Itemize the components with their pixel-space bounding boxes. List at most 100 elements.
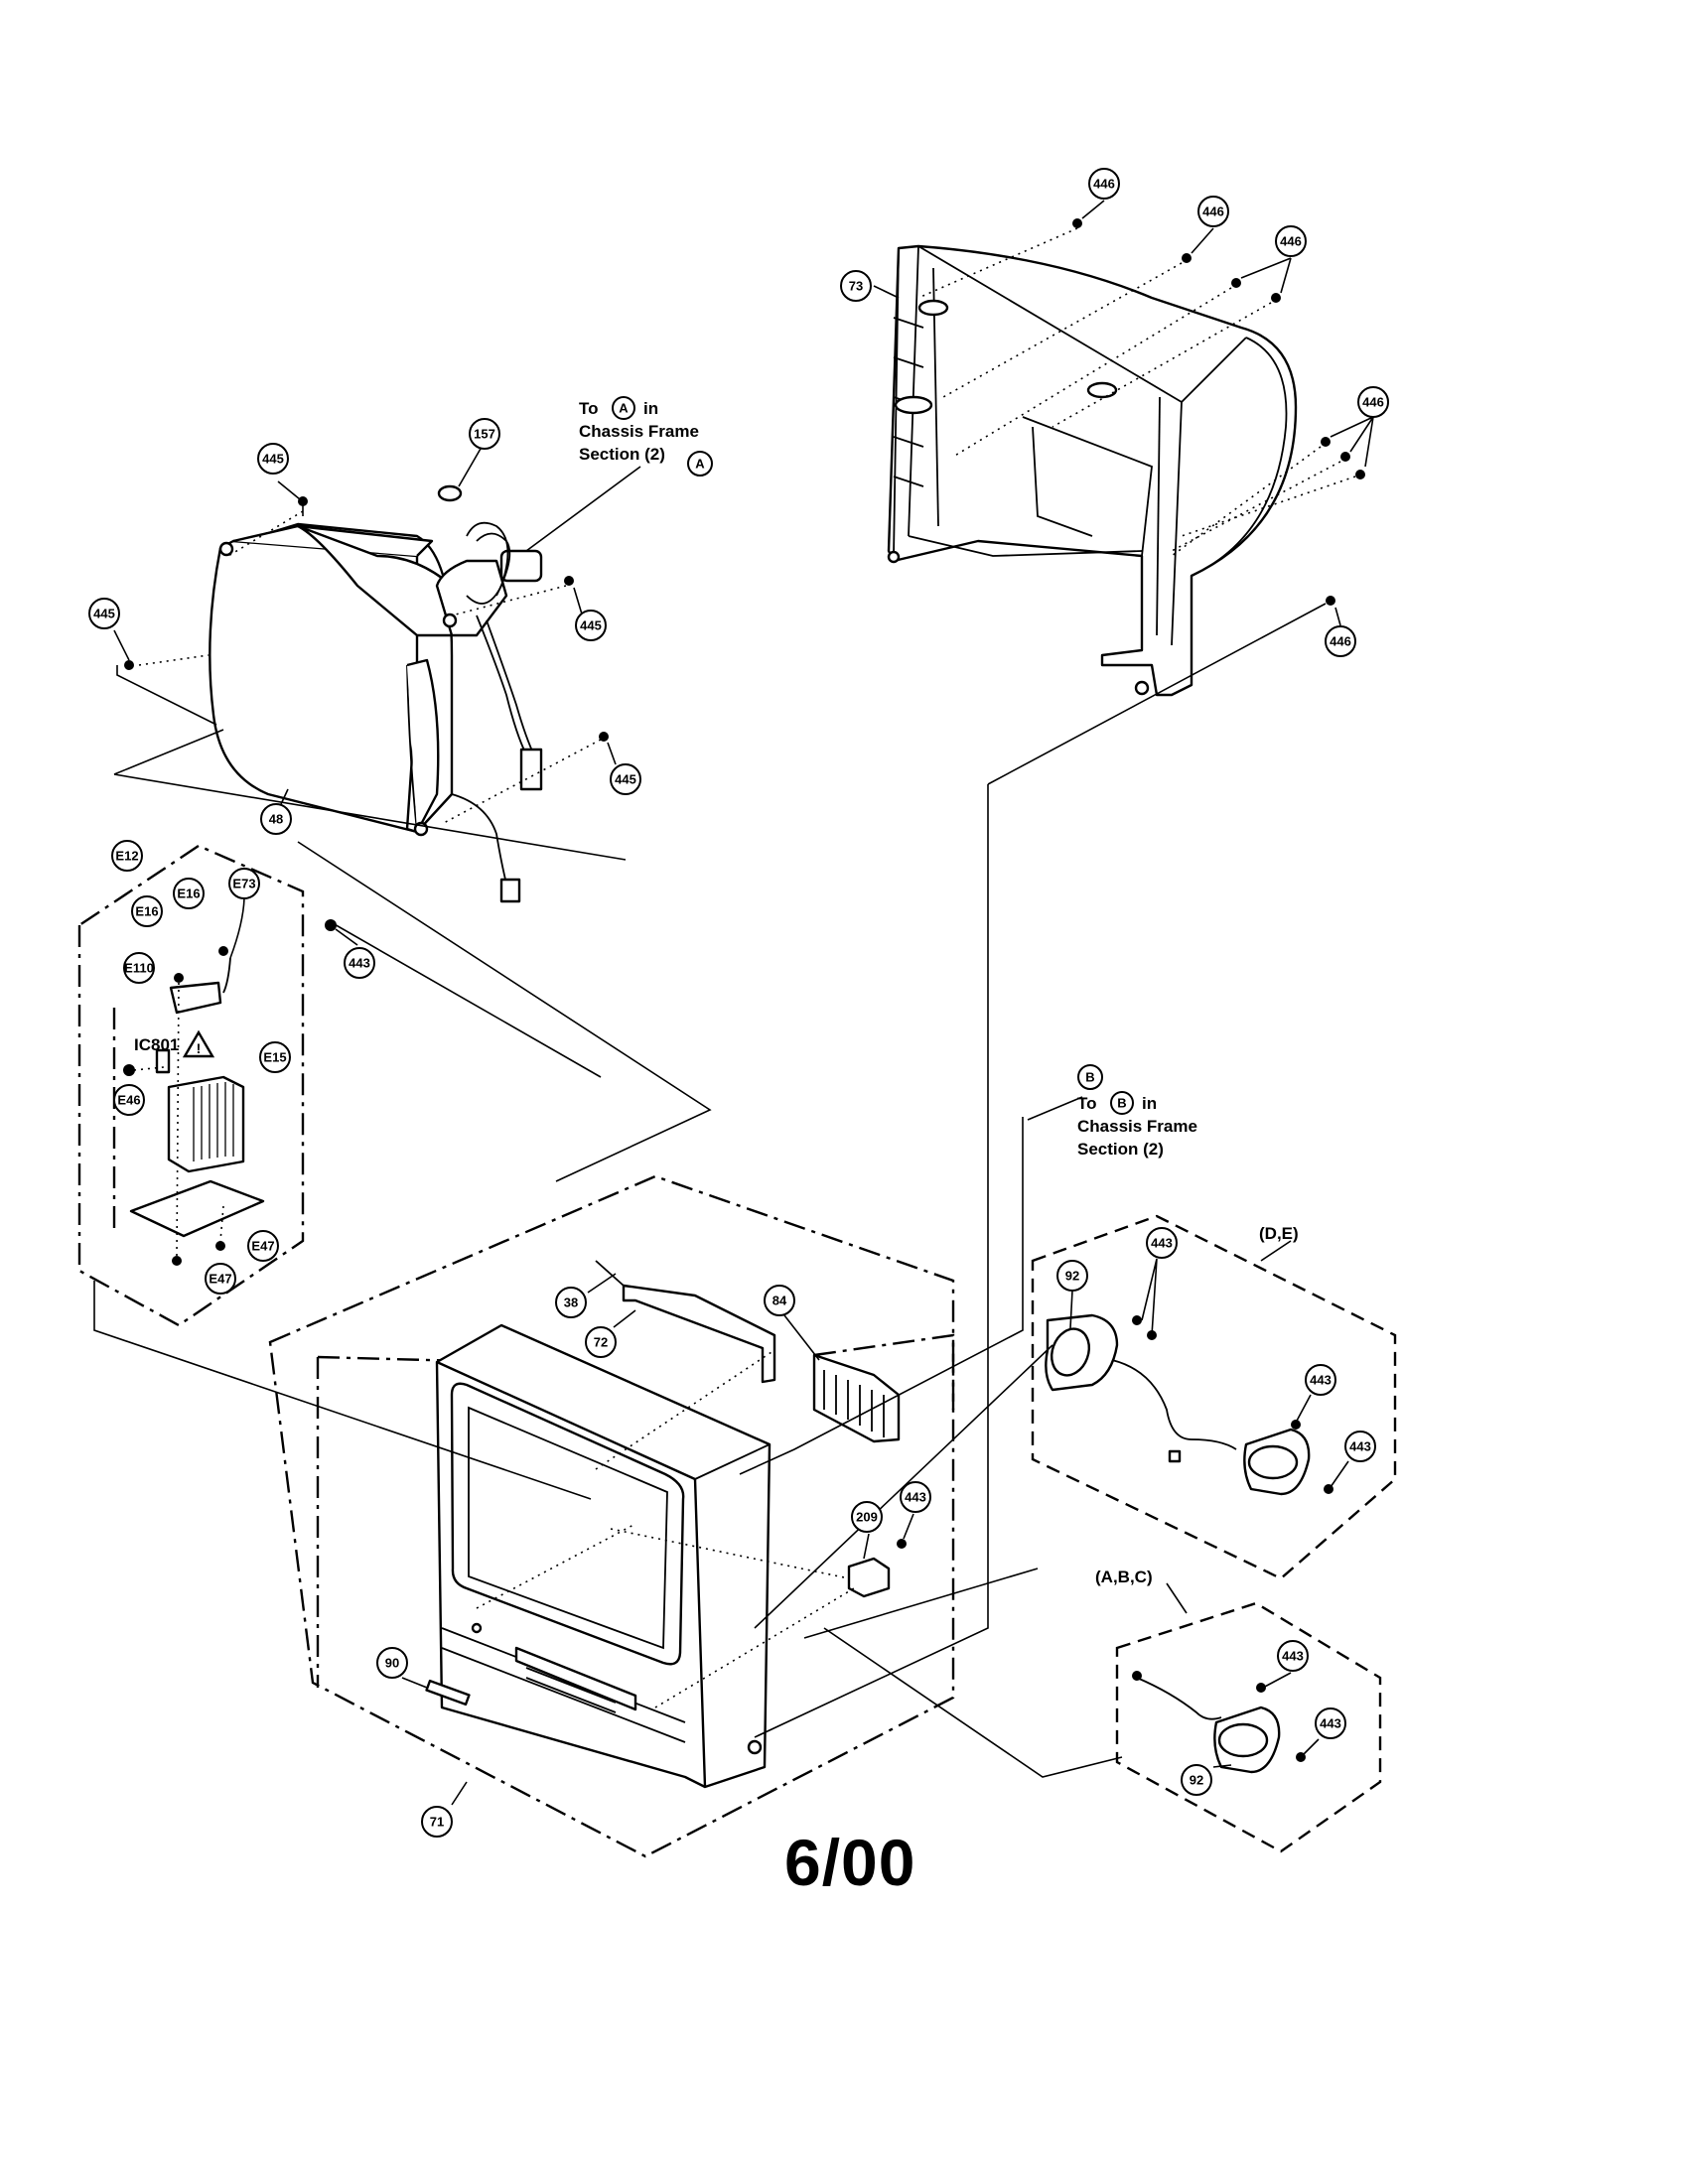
ic801-label: IC801	[134, 1035, 179, 1054]
callout-92-a: 92	[1056, 1260, 1088, 1292]
svg-text:73: 73	[849, 279, 863, 294]
group-label-de: (D,E)	[1259, 1224, 1299, 1243]
callout-445-a: 445	[257, 443, 289, 475]
connection-lines	[93, 200, 1374, 1806]
svg-text:E47: E47	[209, 1272, 231, 1287]
svg-text:445: 445	[93, 607, 115, 621]
svg-text:445: 445	[262, 452, 284, 467]
svg-text:209: 209	[856, 1510, 878, 1525]
callout-443-b: 443	[900, 1481, 931, 1513]
svg-text:A: A	[695, 457, 705, 472]
svg-text:38: 38	[564, 1296, 578, 1310]
screw-icon	[124, 218, 1365, 742]
svg-text:in: in	[1142, 1094, 1157, 1113]
svg-text:A: A	[619, 401, 629, 416]
callout-445-b: 445	[88, 598, 120, 629]
callout-73: 73	[840, 270, 872, 302]
callout-443-a: 443	[344, 947, 375, 979]
svg-text:92: 92	[1190, 1773, 1203, 1788]
callout-e46: E46	[113, 1084, 145, 1116]
svg-text:in: in	[643, 399, 658, 418]
callout-38: 38	[555, 1287, 587, 1318]
front-cabinet	[268, 1174, 955, 1858]
callout-71: 71	[421, 1806, 453, 1838]
svg-text:B: B	[1085, 1070, 1094, 1085]
callout-443-f: 443	[1277, 1640, 1309, 1672]
group-label-abc: (A,B,C)	[1095, 1568, 1153, 1586]
svg-text:445: 445	[615, 772, 636, 787]
svg-text:446: 446	[1330, 634, 1351, 649]
svg-text:E16: E16	[177, 887, 200, 901]
svg-text:443: 443	[1320, 1716, 1341, 1731]
svg-text:E16: E16	[135, 904, 158, 919]
svg-text:Section (2): Section (2)	[1077, 1140, 1164, 1159]
callout-443-d: 443	[1305, 1364, 1336, 1396]
svg-text:443: 443	[1349, 1439, 1371, 1454]
speaker-group-de	[1031, 1214, 1397, 1580]
warning-triangle-icon: !	[182, 1029, 215, 1058]
back-cabinet	[887, 244, 1298, 697]
callout-48: 48	[260, 803, 292, 835]
svg-text:443: 443	[905, 1490, 926, 1505]
callout-e73: E73	[228, 868, 260, 899]
svg-text:443: 443	[1151, 1236, 1173, 1251]
svg-text:84: 84	[772, 1294, 787, 1308]
callout-446-a: 446	[1088, 168, 1120, 200]
callout-443-c: 443	[1146, 1227, 1178, 1259]
callout-84: 84	[764, 1285, 795, 1316]
callout-e12: E12	[111, 840, 143, 872]
callout-e16-b: E16	[173, 878, 205, 909]
svg-text:B: B	[1117, 1096, 1126, 1111]
page-label: 6/00	[784, 1826, 916, 1899]
callout-443-e: 443	[1344, 1431, 1376, 1462]
svg-text:443: 443	[1282, 1649, 1304, 1664]
svg-text:443: 443	[349, 956, 370, 971]
callout-446-d: 446	[1357, 386, 1389, 418]
callout-e110: E110	[123, 952, 155, 984]
svg-text:48: 48	[269, 812, 283, 827]
svg-text:446: 446	[1202, 205, 1224, 219]
callout-90: 90	[376, 1647, 408, 1679]
svg-text:Chassis Frame: Chassis Frame	[579, 422, 699, 441]
callout-443-g: 443	[1315, 1707, 1346, 1739]
picture-tube	[209, 484, 543, 903]
svg-text:To: To	[579, 399, 599, 418]
svg-text:446: 446	[1280, 234, 1302, 249]
callout-446-e: 446	[1325, 625, 1356, 657]
svg-text:Chassis Frame: Chassis Frame	[1077, 1117, 1197, 1136]
callout-445-d: 445	[610, 763, 641, 795]
svg-text:E47: E47	[251, 1239, 274, 1254]
callout-209: 209	[851, 1501, 883, 1533]
svg-text:!: !	[197, 1040, 202, 1056]
note-to-b: To B in Chassis Frame Section (2)	[1077, 1091, 1197, 1159]
svg-text:71: 71	[430, 1815, 444, 1830]
ic801-assembly	[77, 844, 337, 1327]
svg-text:E15: E15	[263, 1050, 286, 1065]
svg-text:E46: E46	[117, 1093, 140, 1108]
callout-446-c: 446	[1275, 225, 1307, 257]
svg-text:72: 72	[594, 1335, 608, 1350]
callout-e47-b: E47	[205, 1263, 236, 1295]
svg-text:443: 443	[1310, 1373, 1332, 1388]
note-to-a: To A in Chassis Frame Section (2)	[579, 396, 699, 464]
callout-445-c: 445	[575, 610, 607, 641]
callout-e47-a: E47	[247, 1230, 279, 1262]
svg-text:To: To	[1077, 1094, 1097, 1113]
callout-446-b: 446	[1197, 196, 1229, 227]
callout-157: 157	[469, 418, 500, 450]
svg-text:92: 92	[1065, 1269, 1079, 1284]
svg-text:446: 446	[1362, 395, 1384, 410]
svg-text:Section (2): Section (2)	[579, 445, 665, 464]
callout-e16-a: E16	[131, 895, 163, 927]
callout-72: 72	[585, 1326, 617, 1358]
svg-text:445: 445	[580, 618, 602, 633]
ref-circle-b-top: B	[1077, 1064, 1103, 1090]
svg-text:446: 446	[1093, 177, 1115, 192]
svg-text:E12: E12	[115, 849, 138, 864]
ref-circle-a-right: A	[687, 451, 713, 477]
svg-text:E73: E73	[232, 877, 255, 891]
svg-text:157: 157	[474, 427, 495, 442]
speaker-group-abc	[1115, 1601, 1382, 1853]
callout-92-b: 92	[1181, 1764, 1212, 1796]
